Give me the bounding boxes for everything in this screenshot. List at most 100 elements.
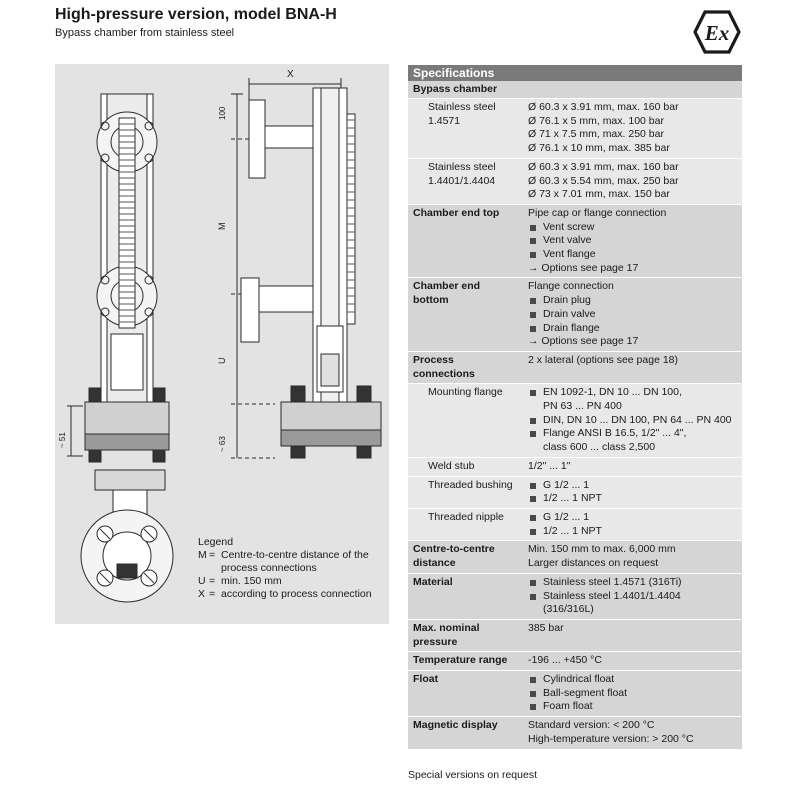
spec-label: Centre-to-centre: [413, 543, 495, 556]
spec-label: Threaded bushing: [408, 476, 523, 508]
list-item: EN 1092-1, DN 10 ... DN 100,PN 63 ... PN…: [528, 386, 737, 413]
spec-row-threaded-nipple: Threaded nipple G 1/2 ... 1 1/2 ... 1 NP…: [408, 508, 742, 542]
spec-label: 1.4401/1.4404: [428, 174, 496, 187]
bullet-square-icon: [530, 252, 536, 259]
dim-63-label: ~ 63: [218, 436, 227, 452]
spec-label: Stainless steel: [428, 101, 496, 113]
ex-mark-text: Ex: [704, 21, 730, 45]
list-item: Cylindrical float: [528, 673, 737, 687]
spec-row-stainless-2: Stainless steel 1.4401/1.4404 Ø 60.3 x 3…: [408, 158, 742, 205]
spec-value: Pipe cap or flange connection: [528, 206, 667, 219]
list-item: 1/2 ... 1 NPT: [528, 525, 737, 539]
spec-label: distance: [413, 557, 456, 570]
bullet-square-icon: [530, 704, 536, 711]
bullet-square-icon: [530, 390, 536, 397]
spec-value: Ø 60.3 x 3.91 mm, max. 160 bar: [528, 101, 679, 113]
spec-value: Ø 60.3 x 5.54 mm, max. 250 bar: [528, 174, 679, 187]
spec-value: 1/2" ... 1": [523, 457, 742, 476]
list-item: Vent valve: [528, 234, 737, 248]
bullet-square-icon: [530, 690, 536, 697]
spec-value: 385 bar: [523, 619, 742, 652]
specifications-header: Specifications: [408, 65, 742, 81]
spec-row-magnetic-display: Magnetic display Standard version: < 200…: [408, 717, 742, 750]
bypass-chamber-heading: Bypass chamber: [408, 81, 742, 99]
spec-label: Mounting flange: [408, 384, 523, 457]
dim-u-label: U: [217, 358, 227, 365]
list-item: Drain flange: [528, 322, 737, 336]
spec-label: Max. nominal: [413, 621, 480, 634]
legend-title: Legend: [198, 536, 234, 548]
spec-value: Ø 60.3 x 3.91 mm, max. 160 bar: [528, 160, 679, 173]
spec-value: Larger distances on request: [528, 557, 659, 570]
spec-row-stainless-1: Stainless steel 1.4571 Ø 60.3 x 3.91 mm,…: [408, 99, 742, 159]
list-item: Flange ANSI B 16.5, 1/2" ... 4",class 60…: [528, 427, 737, 454]
legend-m-key: M: [198, 549, 207, 561]
list-item: DIN, DN 10 ... DN 100, PN 64 ... PN 400: [528, 414, 737, 428]
footnote: Special versions on request: [408, 769, 537, 781]
list-item: Stainless steel 1.4401/1.4404(316/316L): [528, 590, 737, 617]
spec-row-max-pressure: Max. nominal pressure 385 bar: [408, 619, 742, 653]
spec-label: connections: [413, 367, 475, 380]
bullet-square-icon: [530, 298, 536, 305]
bullet-square-icon: [530, 311, 536, 318]
list-item: Drain plug: [528, 294, 737, 308]
spec-value: Min. 150 mm to max. 6,000 mm: [528, 543, 676, 556]
spec-value: Ø 73 x 7.01 mm, max. 150 bar: [528, 188, 670, 201]
spec-value: -196 ... +450 °C: [523, 652, 742, 671]
bullet-square-icon: [530, 579, 536, 586]
legend: Legend M = Centre-to-centre distance of …: [198, 536, 372, 601]
spec-value: Flange connection: [528, 280, 614, 293]
specifications-table: Specifications Bypass chamber Stainless …: [408, 65, 742, 750]
spec-row-chamber-end-top: Chamber end top Pipe cap or flange conne…: [408, 204, 742, 279]
top-view: [80, 469, 174, 603]
bullet-square-icon: [530, 224, 536, 231]
spec-value: High-temperature version: > 200 °C: [528, 732, 694, 745]
bullet-square-icon: [530, 496, 536, 503]
spec-row-temperature: Temperature range -196 ... +450 °C: [408, 652, 742, 672]
bullet-square-icon: [530, 528, 536, 535]
options-note: → Options see page 17: [528, 261, 639, 274]
spec-label: Temperature range: [408, 652, 523, 671]
legend-u-eq: =: [209, 575, 216, 587]
list-item: Drain valve: [528, 308, 737, 322]
dim-m-label: M: [217, 223, 227, 231]
list-item: Stainless steel 1.4571 (316Ti): [528, 576, 737, 590]
spec-row-centre-distance: Centre-to-centre distance Min. 150 mm to…: [408, 541, 742, 574]
spec-label: Process: [413, 353, 454, 366]
list-item: 1/2 ... 1 NPT: [528, 492, 737, 506]
list-item: G 1/2 ... 1: [528, 511, 737, 525]
spec-label: Magnetic display: [408, 717, 523, 749]
technical-drawing: X 100 M U ~ 63 ~ 51: [58, 69, 382, 603]
spec-value: Ø 76.1 x 10 mm, max. 385 bar: [528, 142, 670, 155]
spec-value: Standard version: < 200 °C: [528, 719, 655, 732]
list-item: G 1/2 ... 1: [528, 479, 737, 493]
legend-x-eq: =: [209, 588, 216, 600]
bullet-square-icon: [530, 417, 536, 424]
spec-label: Weld stub: [408, 457, 523, 476]
spec-label: Material: [408, 573, 523, 619]
spec-label: Chamber end top: [408, 204, 523, 278]
list-item: Vent screw: [528, 221, 737, 235]
legend-u-row: U = min. 150 mm: [198, 575, 372, 588]
page-subtitle: Bypass chamber from stainless steel: [55, 27, 235, 39]
legend-x-key: X: [198, 588, 206, 600]
spec-value: Ø 76.1 x 5 mm, max. 100 bar: [528, 114, 664, 127]
spec-label: 1.4571: [428, 114, 461, 127]
bullet-square-icon: [530, 431, 536, 438]
spec-row-material: Material Stainless steel 1.4571 (316Ti) …: [408, 573, 742, 620]
bullet-square-icon: [530, 593, 536, 600]
list-item: Foam float: [528, 700, 737, 714]
dim-51-label: ~ 51: [58, 432, 67, 448]
dim-x-label: X: [287, 69, 294, 80]
front-view: [67, 93, 170, 463]
page-title: High-pressure version, model BNA-H: [55, 6, 337, 23]
spec-row-threaded-bushing: Threaded bushing G 1/2 ... 1 1/2 ... 1 N…: [408, 476, 742, 509]
spec-value: Ø 71 x 7.5 mm, max. 250 bar: [528, 128, 664, 141]
spec-row-chamber-end-bottom: Chamber end bottom Flange connection Dra…: [408, 278, 742, 352]
spec-row-process-connections: Process connections 2 x lateral (options…: [408, 351, 742, 385]
spec-label: Stainless steel: [428, 160, 496, 173]
legend-u-key: U: [198, 575, 206, 587]
legend-m-row: M = Centre-to-centre distance of the: [198, 549, 372, 562]
legend-x-text: according to process connection: [221, 588, 372, 600]
spec-label: Chamber end: [413, 280, 481, 293]
